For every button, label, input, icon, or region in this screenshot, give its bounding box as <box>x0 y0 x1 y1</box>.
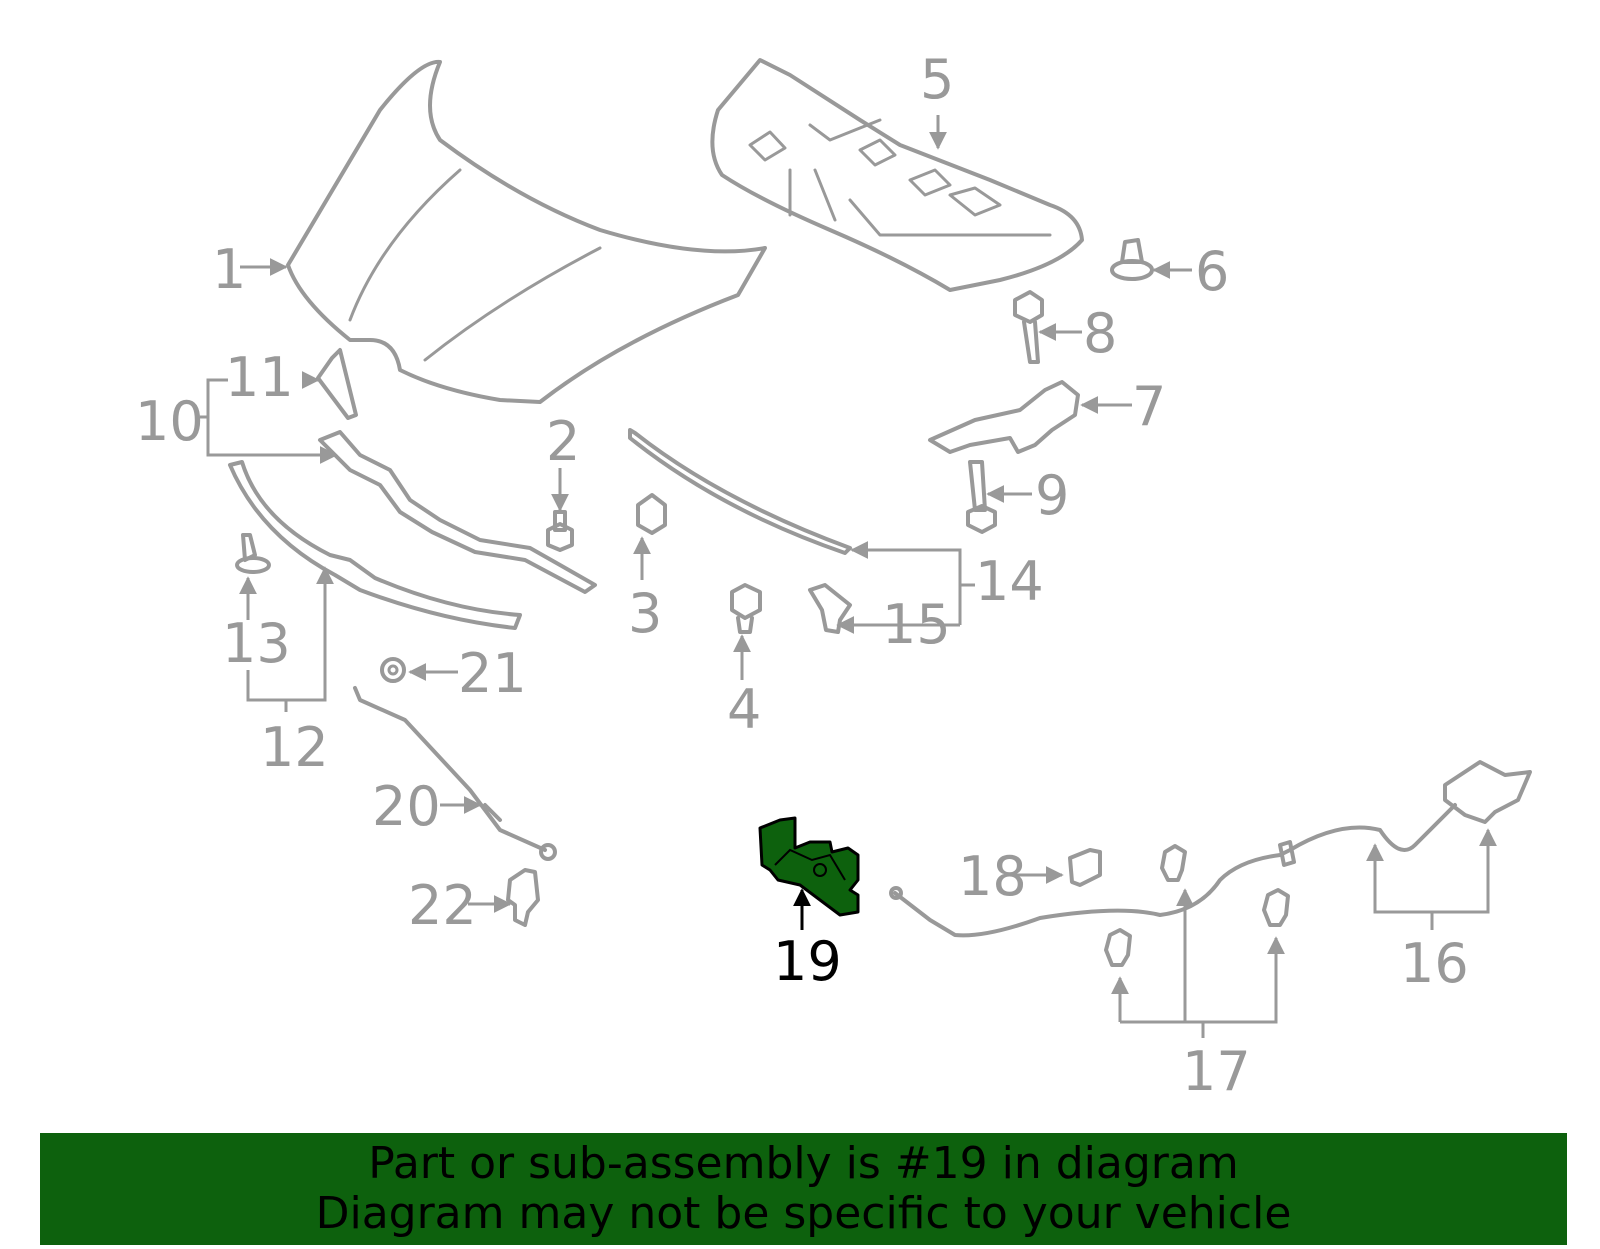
nut-part-21 <box>380 657 406 683</box>
callout-18[interactable]: 18 <box>958 845 1027 908</box>
callout-11[interactable]: 11 <box>225 346 294 409</box>
hood-part <box>286 59 767 404</box>
seal-part-14 <box>628 428 852 555</box>
seal-part-12 <box>228 460 522 630</box>
bolt-part-2 <box>546 510 574 552</box>
clip-part-18 <box>1068 848 1102 887</box>
callout-9[interactable]: 9 <box>1035 464 1069 527</box>
hood-insulator-part <box>710 58 1084 292</box>
callout-6[interactable]: 6 <box>1195 240 1229 303</box>
callout-labels: 1 2 3 4 5 6 7 8 9 10 11 12 13 14 15 16 1… <box>135 48 1469 1103</box>
callout-7[interactable]: 7 <box>1132 375 1166 438</box>
callout-1[interactable]: 1 <box>212 238 246 301</box>
banner-line-1: Part or sub-assembly is #19 in diagram <box>368 1138 1239 1189</box>
callout-4[interactable]: 4 <box>727 678 761 741</box>
bolt-part-4 <box>730 583 762 634</box>
callout-13[interactable]: 13 <box>222 612 291 675</box>
callout-15[interactable]: 15 <box>882 593 951 656</box>
callout-19[interactable]: 19 <box>773 930 842 993</box>
callout-3[interactable]: 3 <box>628 582 662 645</box>
callout-14[interactable]: 14 <box>975 550 1044 613</box>
callout-21[interactable]: 21 <box>458 642 527 705</box>
callout-2[interactable]: 2 <box>546 410 580 473</box>
release-cable-part-16 <box>889 760 1532 938</box>
bumper-part-11 <box>316 348 358 420</box>
callout-20[interactable]: 20 <box>372 775 441 838</box>
seal-part-10 <box>318 430 597 594</box>
callout-17[interactable]: 17 <box>1182 1040 1251 1103</box>
clip-part-3 <box>636 493 667 535</box>
clip-part-17c <box>1262 888 1290 927</box>
leader-lines <box>200 115 1497 1038</box>
hinge-part-7 <box>928 380 1080 454</box>
callout-22[interactable]: 22 <box>408 874 477 937</box>
callout-10[interactable]: 10 <box>135 390 204 453</box>
part-info-banner: Part or sub-assembly is #19 in diagram D… <box>40 1133 1567 1245</box>
clip-part-17b <box>1104 928 1132 967</box>
clip-part-17a <box>1160 844 1187 882</box>
callout-12[interactable]: 12 <box>260 716 329 779</box>
prop-rod-part-20 <box>353 686 557 861</box>
callout-5[interactable]: 5 <box>920 48 954 111</box>
callout-8[interactable]: 8 <box>1083 302 1117 365</box>
bolt-part-9 <box>966 460 997 534</box>
banner-line-2: Diagram may not be specific to your vehi… <box>315 1188 1292 1239</box>
clip-part-6 <box>1110 238 1154 281</box>
bolt-part-8 <box>1013 290 1044 364</box>
callout-16[interactable]: 16 <box>1400 932 1469 995</box>
hood-latch-part-19[interactable] <box>758 816 860 917</box>
holder-part-22 <box>506 868 540 927</box>
clip-part-13 <box>235 533 271 574</box>
